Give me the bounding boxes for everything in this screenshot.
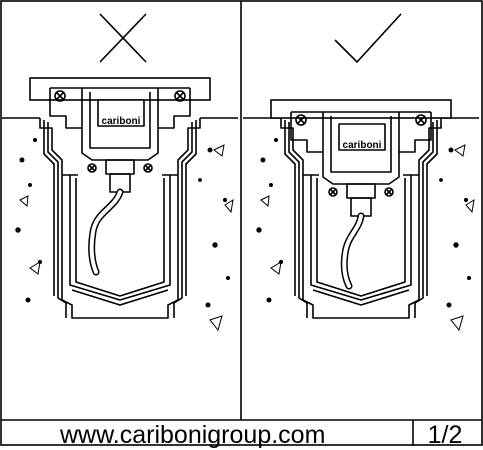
current-collector-incorrect <box>49 87 191 193</box>
gravel-incorrect <box>15 138 234 331</box>
gravel-correct <box>256 138 475 331</box>
website-url: www.caribonigroup.com <box>60 421 326 449</box>
logo-text-correct: cariboni <box>343 140 382 151</box>
current-collector-correct <box>290 111 432 217</box>
cable-incorrect <box>88 188 124 276</box>
cross-mark-icon <box>99 13 147 63</box>
panel-correct: cariboni <box>242 13 480 331</box>
cover-plate-raised <box>29 77 211 101</box>
check-mark-icon <box>334 13 402 64</box>
page-number: 1/2 <box>427 421 463 449</box>
logo-text-incorrect: cariboni <box>102 116 141 127</box>
panel-incorrect: cariboni <box>1 13 239 331</box>
cover-plate-flush <box>270 99 452 119</box>
